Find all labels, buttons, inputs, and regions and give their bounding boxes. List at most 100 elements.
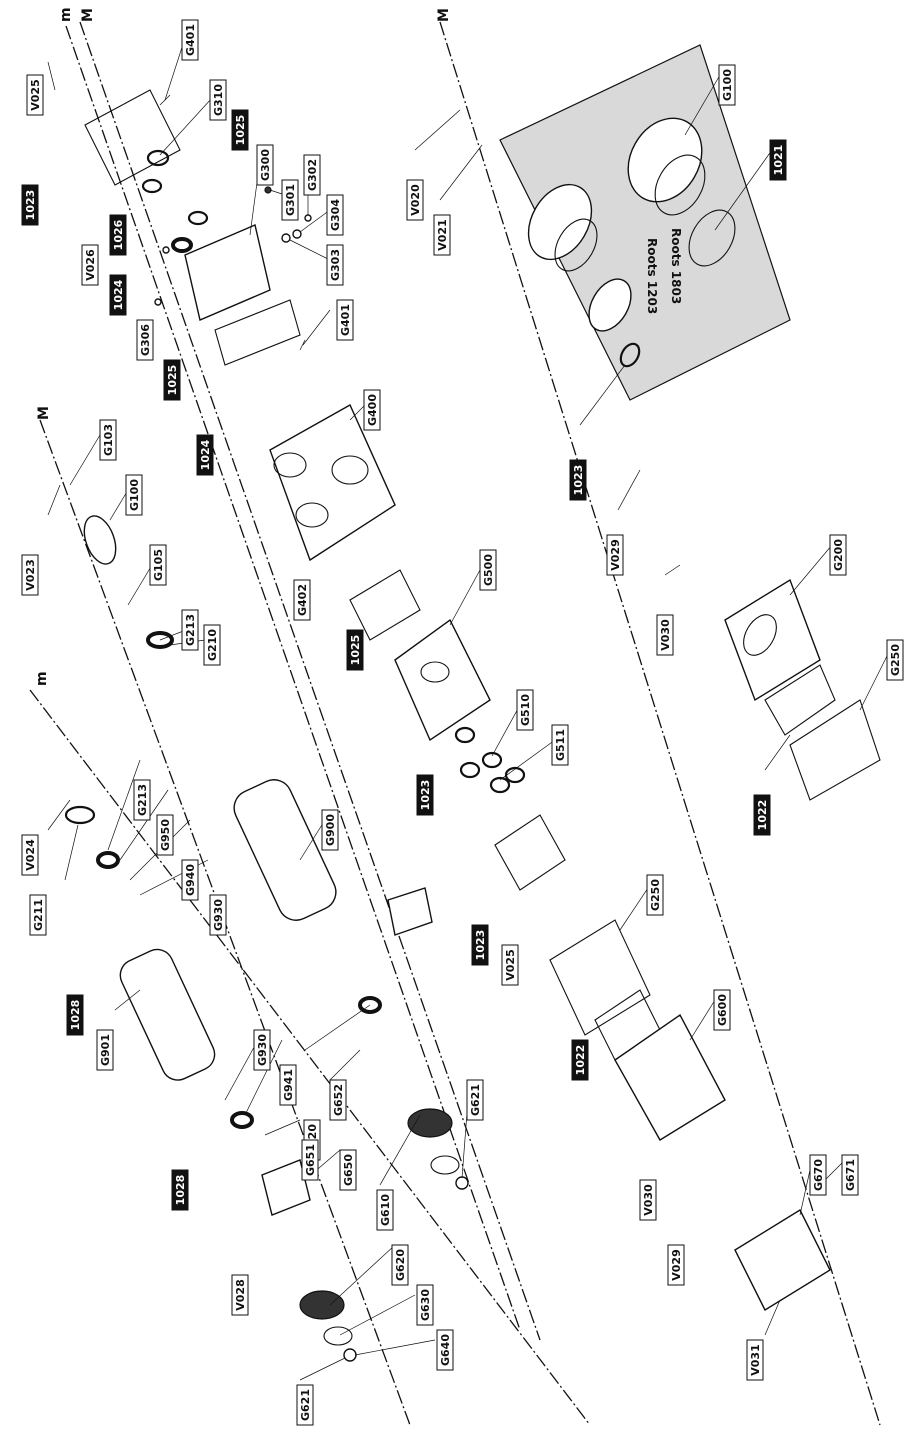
part-label-box bbox=[436, 1329, 454, 1371]
axis-tag-m-lower: m bbox=[34, 671, 50, 686]
part-label-d-1023-d: 1023 bbox=[569, 459, 587, 501]
part-label-text: G621 bbox=[469, 1084, 482, 1116]
nut-g621-b bbox=[455, 1176, 469, 1190]
part-label-v025-low: V025 bbox=[501, 944, 519, 986]
part-label-g306: G306 bbox=[136, 319, 154, 361]
part-label-text: 1024 bbox=[199, 439, 212, 470]
casing-bore-1 bbox=[273, 452, 307, 478]
part-label-g901: G901 bbox=[96, 1029, 114, 1071]
part-label-g610: G610 bbox=[376, 1189, 394, 1231]
part-label-text: G211 bbox=[32, 899, 45, 931]
part-label-d-1022-b: 1022 bbox=[753, 794, 771, 836]
cover-g200-face bbox=[743, 614, 777, 656]
nut-g621-a bbox=[343, 1348, 357, 1362]
part-label-text: G652 bbox=[332, 1084, 345, 1116]
part-label-box bbox=[133, 779, 151, 821]
part-label-box bbox=[231, 1274, 249, 1316]
part-label-v024: V024 bbox=[21, 834, 39, 876]
housing-g500-bore bbox=[420, 661, 450, 683]
axis-m-lower bbox=[29, 689, 591, 1426]
part-label-text: G900 bbox=[324, 814, 337, 846]
part-label-box bbox=[829, 534, 847, 576]
inset-label-1803-text: Roots 1803 bbox=[669, 228, 683, 304]
axis-tag-m-top: m bbox=[58, 7, 74, 22]
part-label-g950: G950 bbox=[156, 814, 174, 856]
o-ring-1021 bbox=[688, 209, 736, 267]
part-label-text: G500 bbox=[482, 554, 495, 586]
leader-g900 bbox=[299, 819, 326, 861]
part-label-d-1021: 1021 bbox=[769, 139, 787, 181]
part-label-text: G402 bbox=[296, 584, 309, 616]
part-label-text: V023 bbox=[24, 559, 37, 590]
leader-v020 bbox=[414, 109, 461, 151]
part-label-d-1023-b: 1023 bbox=[416, 774, 434, 816]
part-label-text: 1023 bbox=[572, 465, 585, 496]
part-label-box bbox=[569, 459, 587, 501]
leader-g950 bbox=[119, 789, 169, 861]
leader-g652 bbox=[329, 1049, 361, 1081]
axis-tag-M-mid: M bbox=[36, 406, 52, 420]
axis-tag-M-top: M bbox=[80, 8, 96, 22]
part-label-box bbox=[646, 874, 664, 916]
part-label-box bbox=[809, 1154, 827, 1196]
frame-g250-right bbox=[789, 699, 881, 801]
casing-bore-2 bbox=[295, 502, 329, 528]
housing-g600-group bbox=[549, 919, 831, 1311]
housing-body bbox=[527, 183, 593, 261]
part-label-text: G651 bbox=[304, 1144, 317, 1176]
part-label-box bbox=[326, 244, 344, 286]
part-label-text: 1023 bbox=[24, 190, 37, 221]
part-label-box bbox=[253, 1029, 271, 1071]
part-label-box bbox=[329, 1079, 347, 1121]
part-label-box bbox=[479, 549, 497, 591]
part-label-text: G100 bbox=[721, 69, 734, 101]
part-label-text: 1026 bbox=[112, 219, 125, 250]
part-label-text: G511 bbox=[554, 729, 567, 761]
part-label-box bbox=[109, 214, 127, 256]
part-label-v026: V026 bbox=[81, 244, 99, 286]
bearing-g100-left bbox=[83, 515, 117, 565]
part-label-text: V025 bbox=[504, 949, 517, 980]
part-label-box bbox=[713, 989, 731, 1031]
leader-v030-up bbox=[664, 564, 681, 576]
leader-1023-d bbox=[579, 364, 626, 426]
part-label-box bbox=[551, 724, 569, 766]
ring-g950 bbox=[96, 851, 120, 869]
part-label-text: 1025 bbox=[166, 365, 179, 396]
leader-g211 bbox=[64, 824, 79, 881]
part-label-g100-right: G100 bbox=[718, 64, 736, 106]
part-label-g941: G941 bbox=[279, 1064, 297, 1106]
part-label-g100-left: G100 bbox=[125, 474, 143, 516]
part-label-text: G670 bbox=[812, 1159, 825, 1191]
part-label-box bbox=[181, 609, 199, 651]
part-label-g671: G671 bbox=[841, 1154, 859, 1196]
housing-g500-group bbox=[349, 569, 566, 891]
roots-variant-inset: Roots 1203 Roots 1803 bbox=[499, 44, 791, 401]
plug-g306 bbox=[154, 298, 162, 306]
casing-body bbox=[269, 404, 396, 562]
part-label-g510: G510 bbox=[516, 689, 534, 731]
leader-g640 bbox=[354, 1339, 436, 1356]
part-label-text: G105 bbox=[152, 549, 165, 581]
gasket-1025 bbox=[349, 569, 421, 641]
sleeve-ring bbox=[619, 342, 641, 368]
part-label-v020: V020 bbox=[406, 179, 424, 221]
part-label-box bbox=[279, 1064, 297, 1106]
part-label-box bbox=[516, 689, 534, 731]
part-label-g402: G402 bbox=[293, 579, 311, 621]
ring-g211 bbox=[64, 805, 96, 825]
part-label-box bbox=[501, 944, 519, 986]
plug-g302 bbox=[304, 214, 312, 222]
part-label-box bbox=[99, 419, 117, 461]
ring-1026 bbox=[171, 237, 193, 253]
part-label-text: G100 bbox=[128, 479, 141, 511]
part-label-text: G901 bbox=[99, 1034, 112, 1066]
part-label-box bbox=[841, 1154, 859, 1196]
flange-g650-a bbox=[261, 1159, 311, 1216]
leader-g310 bbox=[159, 97, 213, 156]
part-label-box bbox=[209, 894, 227, 936]
part-label-box bbox=[301, 1139, 319, 1181]
part-label-g200: G200 bbox=[829, 534, 847, 576]
part-label-text: V030 bbox=[642, 1184, 655, 1216]
leader-g103 bbox=[69, 429, 104, 486]
